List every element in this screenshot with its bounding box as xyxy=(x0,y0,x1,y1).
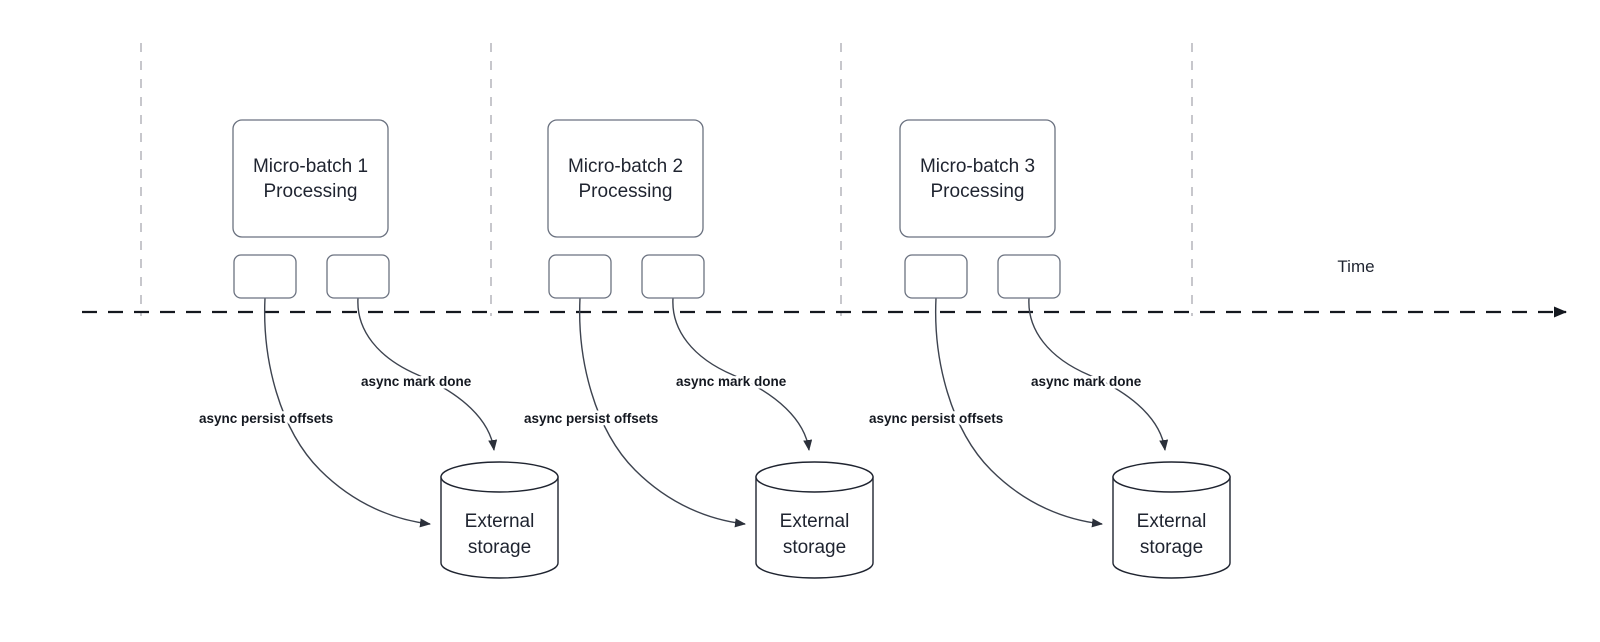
micro-batch-1-label-line1: Micro-batch 1 xyxy=(253,156,368,177)
external-storage-2[interactable]: External storage xyxy=(755,461,874,579)
external-storage-2-top[interactable] xyxy=(755,461,874,493)
micro-batch-2-label-line1: Micro-batch 2 xyxy=(568,156,683,177)
micro-batch-2-label-line2: Processing xyxy=(579,181,673,202)
edge-async-mark-done-1 xyxy=(357,297,498,451)
micro-batch-3-box[interactable]: Micro-batch 3 Processing xyxy=(899,119,1056,238)
micro-batch-3-mark-task-box[interactable] xyxy=(997,254,1061,299)
time-axis-label: Time xyxy=(1337,257,1374,276)
micro-batch-1-box[interactable]: Micro-batch 1 Processing xyxy=(232,119,389,238)
external-storage-1-label-line2: storage xyxy=(468,537,531,558)
external-storage-3-body[interactable] xyxy=(1112,476,1231,579)
edge-async-persist-offsets-1 xyxy=(263,297,431,528)
external-storage-3-top[interactable] xyxy=(1112,461,1231,493)
edge-label-async-persist-offsets-3: async persist offsets xyxy=(869,411,1003,426)
edge-label-async-mark-done-2: async mark done xyxy=(676,374,787,389)
micro-batch-3-rect[interactable] xyxy=(899,119,1056,238)
micro-batch-3-persist-task-box[interactable] xyxy=(904,254,968,299)
micro-batch-3-label-line1: Micro-batch 3 xyxy=(920,156,1035,177)
micro-batch-1-persist-task-box[interactable] xyxy=(233,254,297,299)
micro-batch-1-label-line2: Processing xyxy=(264,181,358,202)
micro-batch-2-rect[interactable] xyxy=(547,119,704,238)
edge-async-mark-done-3 xyxy=(1028,297,1169,451)
edge-async-persist-offsets-3 xyxy=(934,297,1103,528)
micro-batch-group-3: Micro-batch 3 Processing External storag… xyxy=(867,119,1231,579)
edge-label-async-persist-offsets-2: async persist offsets xyxy=(524,411,658,426)
external-storage-3-label-line1: External xyxy=(1137,511,1207,532)
external-storage-2-label-line2: storage xyxy=(783,537,846,558)
external-storage-1-top[interactable] xyxy=(440,461,559,493)
micro-batch-group-2: Micro-batch 2 Processing External storag… xyxy=(522,119,874,579)
external-storage-2-body[interactable] xyxy=(755,476,874,579)
external-storage-1-body[interactable] xyxy=(440,476,559,579)
time-axis: Time xyxy=(82,257,1567,318)
external-storage-2-label-line1: External xyxy=(780,511,850,532)
external-storage-1[interactable]: External storage xyxy=(440,461,559,579)
micro-batch-2-persist-task-box[interactable] xyxy=(548,254,612,299)
micro-batch-1-mark-task-box[interactable] xyxy=(326,254,390,299)
edge-label-async-persist-offsets-1: async persist offsets xyxy=(199,411,333,426)
external-storage-1-label-line1: External xyxy=(465,511,535,532)
external-storage-3-label-line2: storage xyxy=(1140,537,1203,558)
micro-batch-3-label-line2: Processing xyxy=(931,181,1025,202)
micro-batch-1-rect[interactable] xyxy=(232,119,389,238)
micro-batch-2-mark-task-box[interactable] xyxy=(641,254,705,299)
external-storage-3[interactable]: External storage xyxy=(1112,461,1231,579)
micro-batch-2-box[interactable]: Micro-batch 2 Processing xyxy=(547,119,704,238)
edge-label-async-mark-done-1: async mark done xyxy=(361,374,472,389)
edge-async-persist-offsets-2 xyxy=(578,297,746,528)
edge-async-mark-done-2 xyxy=(672,297,813,451)
micro-batch-group-1: Micro-batch 1 Processing External storag… xyxy=(197,119,559,579)
edge-label-async-mark-done-3: async mark done xyxy=(1031,374,1142,389)
